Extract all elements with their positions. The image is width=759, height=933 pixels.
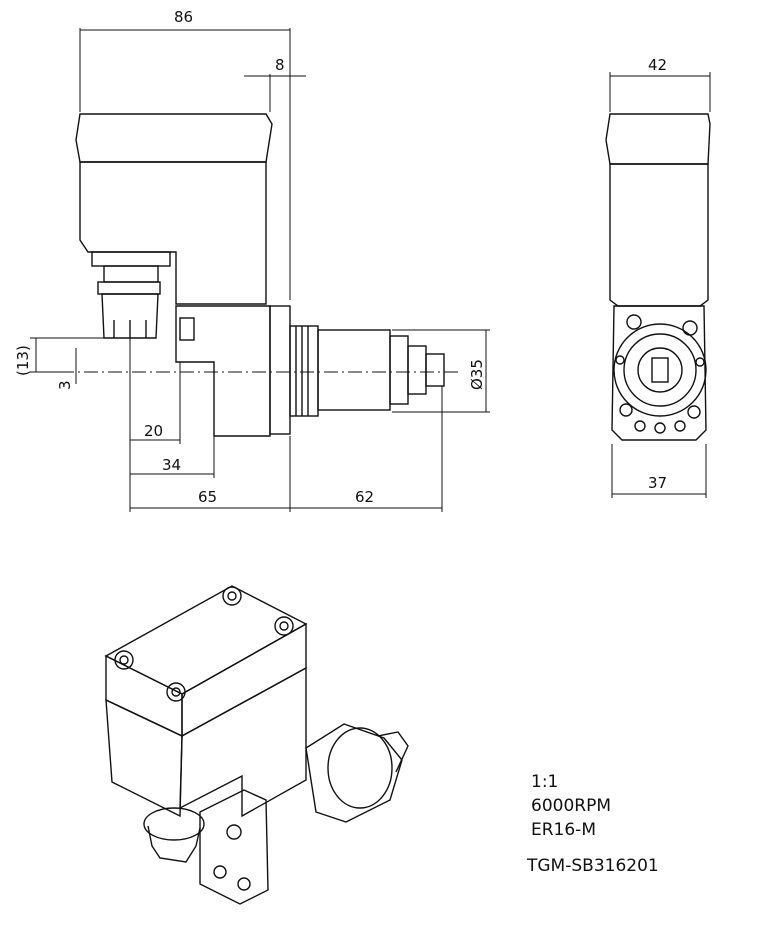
- dim-3: 3: [56, 380, 74, 390]
- dim-8: 8: [275, 56, 285, 74]
- dim-62: 62: [355, 488, 374, 506]
- isometric-view: [104, 585, 409, 905]
- dim-34: 34: [162, 456, 181, 474]
- dim-86: 86: [174, 8, 193, 26]
- dim-13: (13): [14, 345, 32, 376]
- dim-20: 20: [144, 422, 163, 440]
- dim-42: 42: [648, 56, 667, 74]
- dim-37: 37: [648, 474, 667, 492]
- front-view: [60, 113, 460, 437]
- spec-collet: ER16-M: [531, 820, 596, 840]
- dim-35: Ø35: [468, 359, 486, 390]
- dim-65: 65: [198, 488, 217, 506]
- model-code: TGM-SB316201: [527, 856, 659, 876]
- spec-ratio: 1:1: [531, 772, 559, 792]
- spec-speed: 6000RPM: [531, 796, 611, 816]
- side-view: [605, 113, 711, 441]
- dimension-lines: [30, 28, 711, 512]
